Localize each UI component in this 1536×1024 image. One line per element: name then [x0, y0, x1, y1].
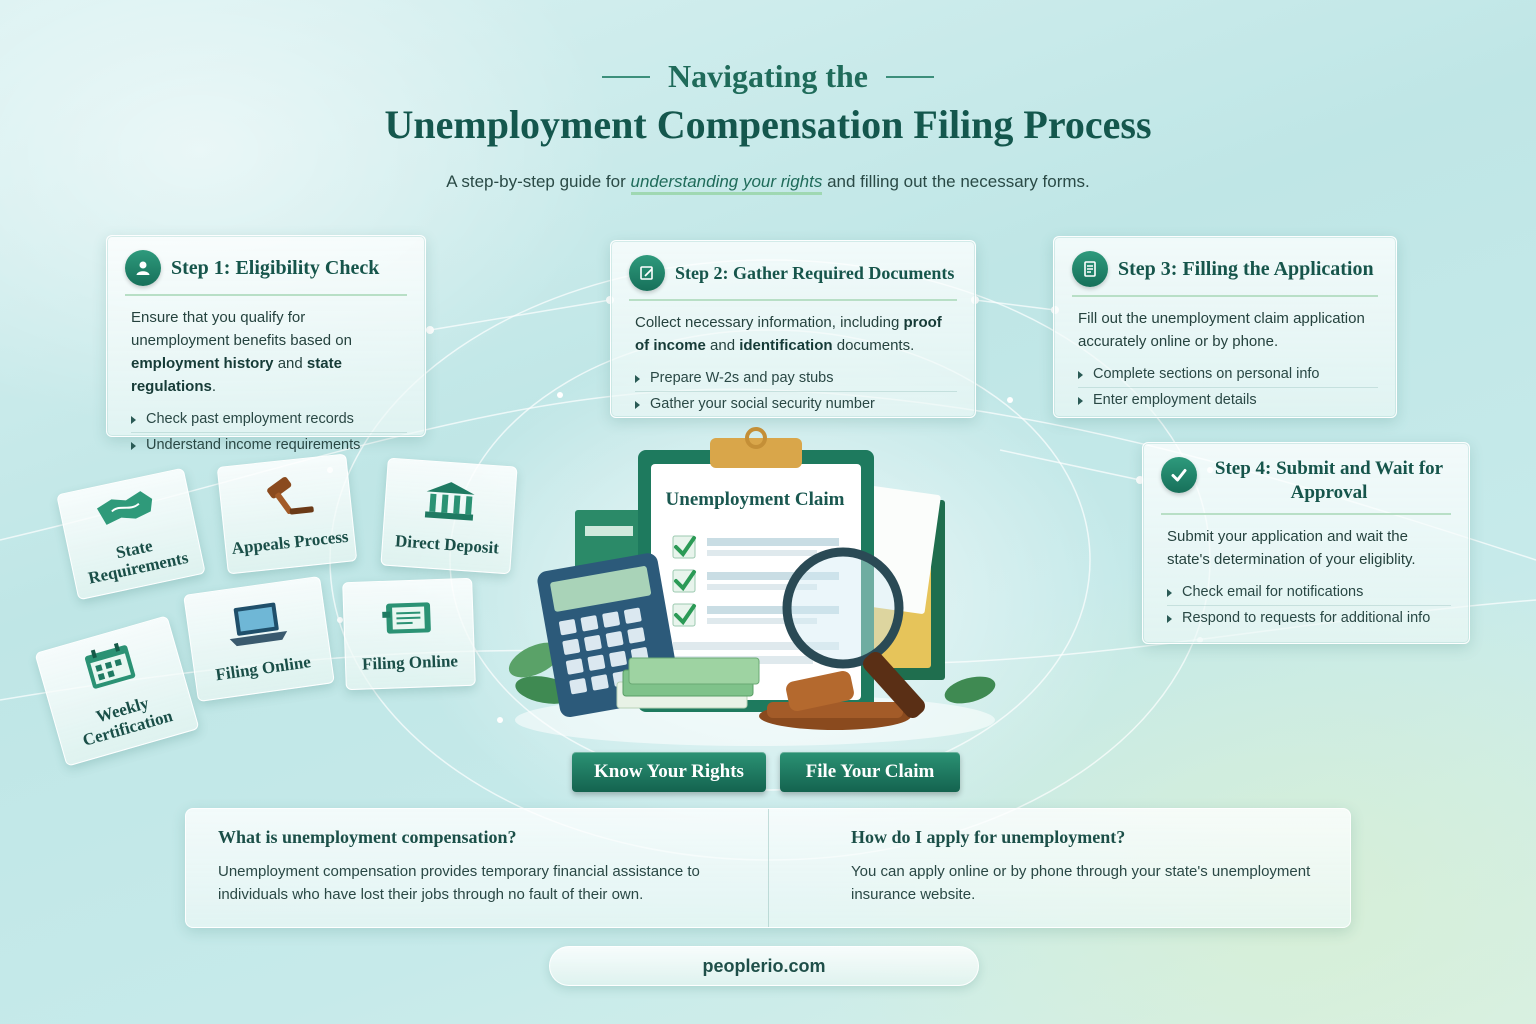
gavel-icon: [252, 473, 319, 529]
bullet-text: Enter employment details: [1093, 392, 1257, 408]
step-1-card: Step 1: Eligibility Check Ensure that yo…: [106, 235, 426, 453]
step-2-header: Step 2: Gather Required Documents: [629, 255, 957, 301]
page-title-line1: Navigating the: [668, 58, 868, 94]
bullet-text: Check past employment records: [146, 411, 354, 427]
faq-item: What is unemployment compensation? Unemp…: [186, 809, 768, 927]
subtitle-pre: A step-by-step guide for: [446, 172, 626, 191]
step-3-header: Step 3: Filling the Application: [1072, 251, 1378, 297]
step-4-bullets: Check email for notifications Respond to…: [1161, 580, 1451, 631]
document-edit-icon: [629, 255, 665, 291]
subtitle-emphasis: understanding your rights: [630, 172, 823, 195]
tile-filing-online-form[interactable]: Filing Online: [342, 577, 476, 691]
faq-answer: You can apply online or by phone through…: [851, 863, 1311, 903]
faq-question: How do I apply for unemployment?: [851, 827, 1126, 847]
faq-item: How do I apply for unemployment? You can…: [768, 809, 1350, 927]
bullet-arrow-icon: [131, 415, 136, 424]
bullet-text: Gather your social security number: [650, 396, 875, 412]
list-item: Check email for notifications: [1167, 580, 1451, 606]
step-2-body-bold: proof of income: [635, 314, 942, 354]
tile-label: Filing Online: [361, 650, 459, 674]
step-3-body: Fill out the unemployment claim applicat…: [1078, 310, 1365, 350]
claim-clipboard-title: Unemployment Claim: [665, 489, 845, 510]
form-icon: [1072, 251, 1108, 287]
step-3-bullets: Complete sections on personal info Enter…: [1072, 362, 1378, 413]
handshake-map-icon: [91, 484, 163, 540]
step-4-header: Step 4: Submit and Wait for Approval: [1161, 457, 1451, 515]
step-1-body-bold: employment history: [131, 355, 274, 372]
step-4-body: Submit your application and wait the sta…: [1167, 528, 1416, 568]
step-1-bullets: Check past employment records Understand…: [125, 407, 407, 458]
bank-icon: [418, 476, 481, 530]
tile-label: Weekly Certification: [80, 693, 175, 750]
step-2-body-text: and: [705, 337, 740, 354]
page-subtitle: A step-by-step guide for understanding y…: [0, 172, 1536, 195]
title-line1-row: Navigating the: [0, 58, 1536, 95]
tile-appeals-process[interactable]: Appeals Process: [216, 453, 358, 575]
step-2-card: Step 2: Gather Required Documents Collec…: [610, 240, 976, 418]
faq-question: What is unemployment compensation?: [218, 827, 517, 847]
bullet-arrow-icon: [1167, 614, 1172, 623]
step-1-body-text: Ensure that you qualify for unemployment…: [131, 309, 352, 349]
footer-site-link[interactable]: peoplerio.com: [549, 946, 979, 986]
step-2-body-bold: identification: [739, 337, 833, 354]
page-title-line2: Unemployment Compensation Filing Process: [384, 102, 1152, 147]
bullet-text: Prepare W-2s and pay stubs: [650, 370, 834, 386]
person-icon: [125, 250, 161, 286]
bullet-arrow-icon: [1167, 588, 1172, 597]
tile-filing-online-laptop[interactable]: Filing Online: [183, 575, 335, 703]
list-item: Complete sections on personal info: [1078, 362, 1378, 388]
know-your-rights-button[interactable]: Know Your Rights: [572, 752, 766, 792]
checkmark-icon: [1161, 457, 1197, 493]
tile-label: Direct Deposit: [394, 530, 500, 558]
tile-weekly-certification[interactable]: Weekly Certification: [34, 615, 200, 767]
step-2-body: Collect necessary information, including…: [629, 311, 957, 357]
step-1-body: Ensure that you qualify for unemployment…: [125, 306, 407, 398]
claim-clipboard-illustration: [508, 427, 996, 746]
step-1-body-bold: state regulations: [131, 355, 342, 395]
list-item: Prepare W-2s and pay stubs: [635, 366, 957, 392]
step-2-bullets: Prepare W-2s and pay stubs Gather your s…: [629, 366, 957, 417]
step-2-body-text: documents.: [832, 337, 915, 354]
step-1-title: Step 1: Eligibility Check: [171, 256, 380, 279]
step-2-body-text: Collect necessary information, including: [635, 314, 904, 331]
step-1-body-text: .: [211, 378, 217, 395]
tile-label: Appeals Process: [230, 526, 350, 558]
list-item: Check past employment records: [131, 407, 407, 433]
step-4-title: Step 4: Submit and Wait for Approval: [1214, 458, 1444, 503]
file-your-claim-button[interactable]: File Your Claim: [780, 752, 960, 792]
calendar-icon: [75, 637, 147, 704]
bullet-text: Respond to requests for additional info: [1182, 610, 1431, 626]
faq-answer: Unemployment compensation provides tempo…: [218, 863, 700, 903]
bullet-arrow-icon: [635, 374, 640, 383]
step-2-title: Step 2: Gather Required Documents: [675, 262, 955, 283]
bullet-arrow-icon: [1078, 396, 1083, 405]
step-1-body-text: and: [273, 355, 307, 372]
tile-direct-deposit[interactable]: Direct Deposit: [380, 457, 518, 575]
bullet-arrow-icon: [1078, 370, 1083, 379]
step-3-title: Step 3: Filling the Application: [1118, 257, 1374, 280]
step-3-card: Step 3: Filling the Application Fill out…: [1053, 236, 1397, 418]
online-form-icon: [378, 595, 440, 647]
bullet-text: Complete sections on personal info: [1093, 366, 1320, 382]
list-item: Enter employment details: [1078, 388, 1378, 413]
title-rule-right: [886, 75, 934, 78]
tile-label: State Requirements: [86, 536, 190, 588]
bullet-arrow-icon: [635, 400, 640, 409]
page-header: Navigating the Unemployment Compensation…: [0, 58, 1536, 195]
subtitle-post: and filling out the necessary forms.: [827, 172, 1090, 191]
title-rule-left: [602, 75, 650, 78]
list-item: Gather your social security number: [635, 392, 957, 417]
step-1-header: Step 1: Eligibility Check: [125, 250, 407, 296]
laptop-icon: [219, 596, 296, 657]
faq-panel: What is unemployment compensation? Unemp…: [185, 808, 1351, 928]
tile-state-requirements[interactable]: State Requirements: [56, 467, 206, 601]
bullet-text: Understand income requirements: [146, 437, 361, 453]
bullet-text: Check email for notifications: [1182, 584, 1364, 600]
list-item: Respond to requests for additional info: [1167, 606, 1451, 631]
list-item: Understand income requirements: [131, 433, 407, 458]
bullet-arrow-icon: [131, 441, 136, 450]
step-4-card: Step 4: Submit and Wait for Approval Sub…: [1142, 442, 1470, 644]
